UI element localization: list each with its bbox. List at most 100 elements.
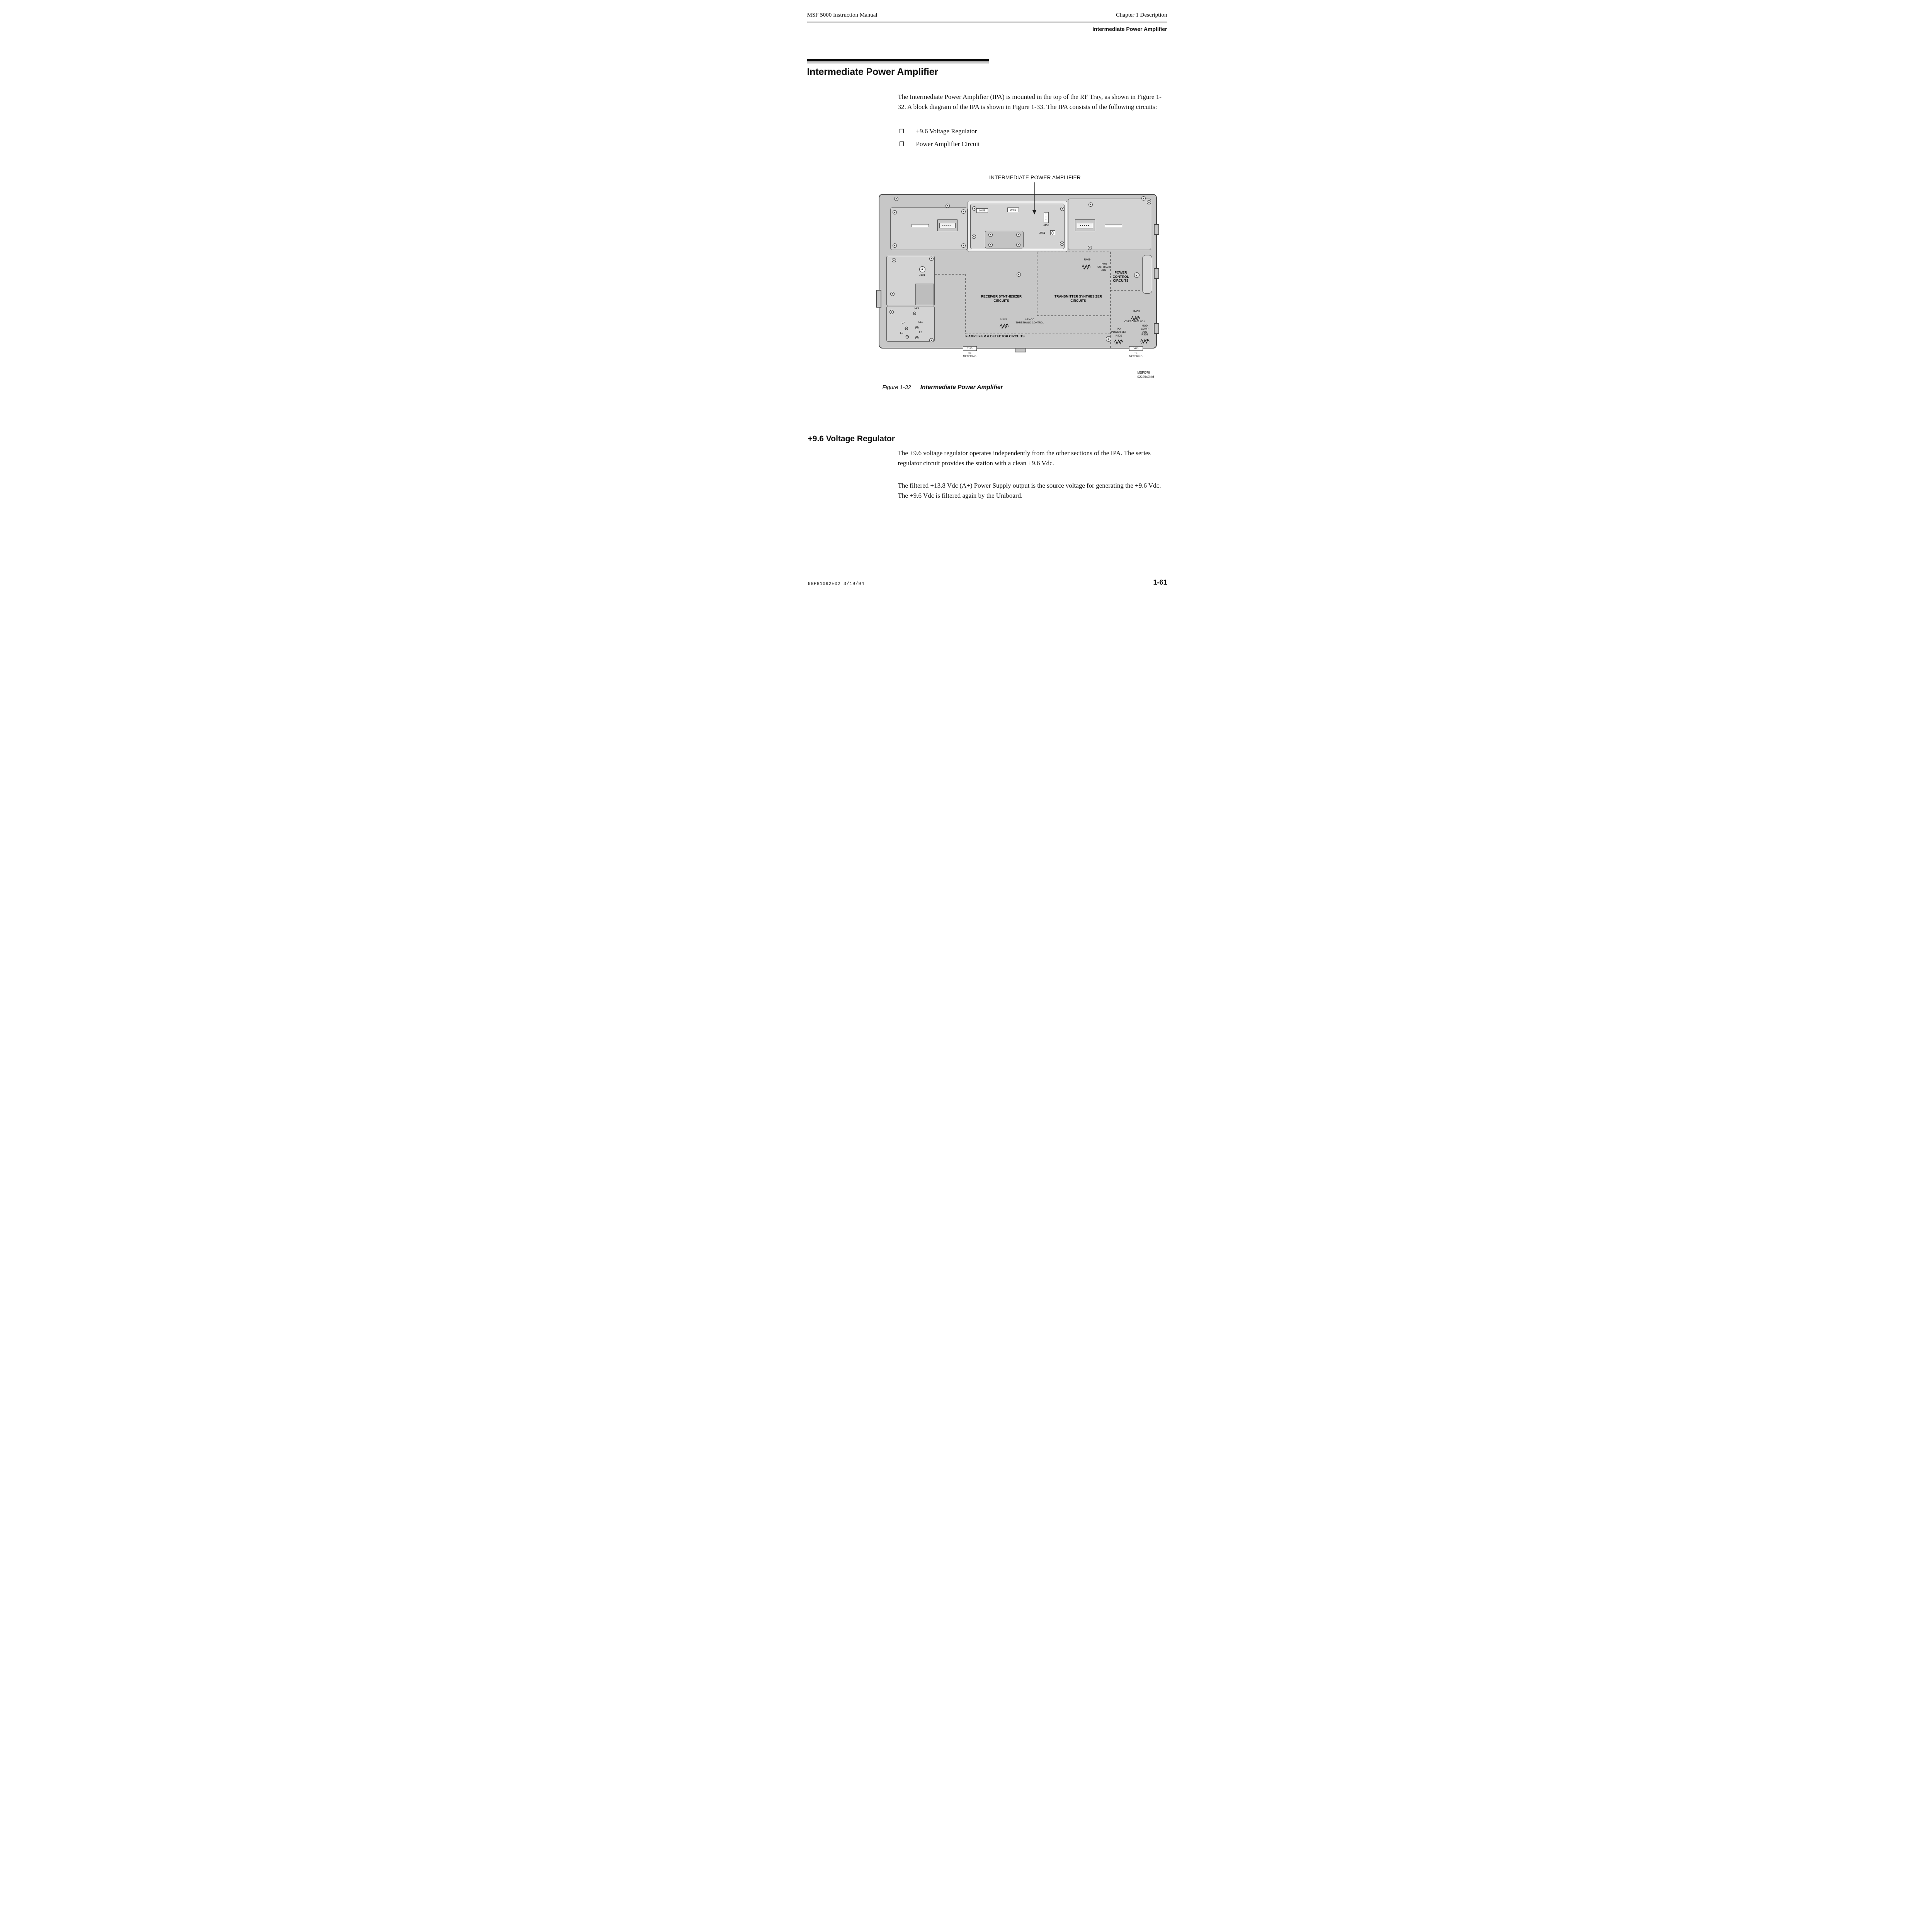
- body-paragraph: The +9.6 voltage regulator operates inde…: [898, 449, 1151, 467]
- label-r426: R426: [1116, 335, 1122, 337]
- circuit-list: ❐ +9.6 Voltage Regulator ❐ Power Amplifi…: [899, 128, 980, 153]
- pin-connector: •••••: [1075, 219, 1095, 231]
- section-heading-voltage-regulator: +9.6 Voltage Regulator: [808, 434, 895, 443]
- label-r358: R358: [1141, 333, 1148, 336]
- screw-icon: [929, 257, 934, 261]
- label-l8: L8: [900, 332, 903, 335]
- potentiometer-icon: [1131, 316, 1140, 321]
- connector-j101-icon: [919, 266, 925, 272]
- manual-page: MSF 5000 Instruction Manual Chapter 1 De…: [737, 0, 1195, 603]
- label-j101: J101: [919, 274, 925, 277]
- coil-icon: ⊖: [905, 334, 910, 340]
- screw-icon: [1105, 336, 1111, 342]
- screw-icon: [929, 338, 934, 342]
- list-item: ❐ +9.6 Voltage Regulator: [899, 128, 980, 135]
- label-l11: L11: [918, 321, 923, 323]
- figure-caption-title: Intermediate Power Amplifier: [920, 384, 1003, 391]
- potentiometer-icon: [1140, 338, 1150, 344]
- label-j451: J451: [1039, 232, 1046, 235]
- screw-icon: [945, 204, 950, 208]
- label-l9: L9: [919, 331, 922, 334]
- potentiometer-icon: [999, 323, 1009, 329]
- label-r191: R191: [1000, 318, 1007, 321]
- coil-icon: ⊖: [915, 325, 919, 331]
- figure-1-32-diagram: INTERMEDIATE POWER AMPLIFIER ••••• Q456 …: [875, 175, 1159, 395]
- screw-icon: [894, 197, 898, 201]
- coil-panel: [886, 306, 935, 342]
- chassis-bottom-tab: [1014, 348, 1026, 352]
- connector-j452-pins-icon: • • •: [1043, 212, 1049, 223]
- coil-icon: ⊖: [904, 326, 909, 332]
- footer-page-number: 1-61: [1153, 578, 1167, 586]
- screw-icon: [1141, 196, 1146, 201]
- connector-j210: J210: [963, 346, 977, 351]
- vent-slot: [911, 224, 929, 227]
- label-mod-comp-adj: MOD COMP ADJ: [1141, 325, 1149, 334]
- screw-icon: [1088, 202, 1093, 207]
- connector-j413: J413: [1129, 346, 1143, 351]
- section-rule-thick: [807, 59, 989, 61]
- figure-callout-label: INTERMEDIATE POWER AMPLIFIER: [989, 175, 1081, 180]
- chassis-right-tab: [1153, 268, 1159, 279]
- coil-icon: ⊖: [915, 335, 919, 341]
- label-r453: R453: [1133, 310, 1140, 313]
- screw-icon: [972, 206, 976, 211]
- bullet-text: Power Amplifier Circuit: [916, 140, 980, 148]
- connector-pins-icon: •••••: [939, 223, 956, 228]
- screw-icon: [961, 209, 966, 214]
- intro-paragraph: The Intermediate Power Amplifier (IPA) i…: [898, 93, 1162, 111]
- figure-ref-code: MSFI078 022294JNM: [1137, 371, 1154, 379]
- page-title: Intermediate Power Amplifier: [807, 66, 939, 77]
- label-power-control: POWER CONTROL CIRCUITS: [1112, 270, 1129, 283]
- header-section-subtitle: Intermediate Power Amplifier: [1092, 26, 1167, 32]
- body-paragraph: The filtered +13.8 Vdc (A+) Power Supply…: [898, 482, 1161, 500]
- bullet-text: +9.6 Voltage Regulator: [916, 128, 977, 135]
- checkbox-bullet-icon: ❐: [899, 128, 904, 135]
- label-l7: L7: [901, 322, 905, 325]
- transistor-q456: Q456: [976, 208, 988, 213]
- potentiometer-icon: [1114, 339, 1123, 345]
- label-receiver-synthesizer: RECEIVER SYNTHESIZER CIRCUITS: [981, 294, 1022, 303]
- label-tx-metering: TX METERING: [1129, 352, 1143, 358]
- screw-icon: [891, 258, 896, 262]
- label-po-power-set: PO POWER SET: [1111, 328, 1126, 334]
- pin-connector: •••••: [937, 219, 957, 231]
- list-item: ❐ Power Amplifier Circuit: [899, 140, 980, 148]
- header-chapter: Chapter 1 Description: [1116, 12, 1167, 18]
- label-rx-metering: RX METERING: [963, 352, 976, 358]
- figure-caption: Figure 1-32 Intermediate Power Amplifier: [883, 384, 1003, 391]
- header-manual-title: MSF 5000 Instruction Manual: [807, 12, 878, 18]
- screw-icon: [889, 310, 894, 314]
- checkbox-bullet-icon: ❐: [899, 141, 904, 148]
- chassis-right-tab: [1153, 323, 1159, 334]
- label-transmitter-synthesizer: TRANSMITTER SYNTHESIZER CIRCUITS: [1054, 294, 1102, 303]
- vent-slot: [1104, 224, 1122, 227]
- screw-icon: [1016, 233, 1020, 237]
- screw-icon: [890, 292, 895, 296]
- coil-icon: ⊖: [912, 311, 917, 316]
- label-if-agc-threshold: I-F AGC THRESHOLD CONTROL: [1015, 318, 1044, 325]
- potentiometer-icon: [1081, 264, 1091, 270]
- screw-icon: [988, 233, 993, 237]
- figure-caption-label: Figure 1-32: [882, 384, 911, 391]
- chassis-handle-slot: [1142, 255, 1152, 294]
- screw-icon: [1016, 243, 1020, 247]
- connector-pins-icon: •••••: [1077, 223, 1093, 228]
- label-r409: R409: [1084, 259, 1090, 261]
- screw-icon: [1134, 272, 1139, 278]
- chassis-right-tab: [1153, 224, 1159, 235]
- label-l10: L10: [914, 307, 919, 310]
- label-if-amplifier: IF AMPLIFIER & DETECTOR CIRCUITS: [964, 334, 1025, 338]
- label-j452: J452: [1043, 224, 1049, 227]
- screw-icon: [1087, 246, 1092, 250]
- label-pwr-cut-back: PWR CUT BACK ADJ: [1097, 263, 1110, 272]
- screw-icon: [892, 210, 897, 214]
- mid-left-sub-panel: [915, 284, 934, 305]
- screw-icon: [1146, 200, 1151, 204]
- screw-icon: [1060, 242, 1064, 246]
- screw-icon: [971, 235, 976, 239]
- transistor-q451: Q451: [1007, 207, 1019, 212]
- footer-doc-number: 68P81092E02 3/19/94: [808, 581, 864, 587]
- connector-j451-icon: [1050, 230, 1055, 235]
- screw-icon: [1060, 207, 1065, 211]
